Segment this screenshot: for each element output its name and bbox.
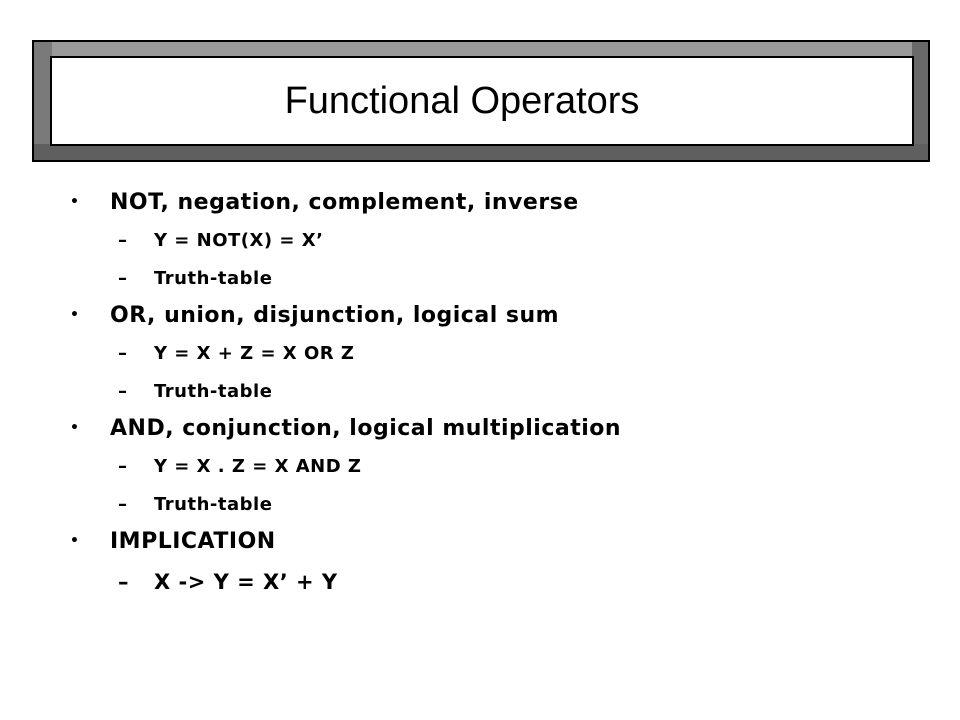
sub-item-not-formula: – Y = NOT(X) = X’ [118, 224, 323, 256]
bullet-icon: • [70, 420, 80, 436]
bullet-item-implication: • IMPLICATION [68, 525, 276, 557]
bullet-icon: • [70, 307, 80, 323]
dash-icon: – [118, 570, 129, 594]
bevel-bottom-edge [34, 144, 928, 160]
bullet-text: NOT, negation, complement, inverse [110, 189, 579, 215]
sub-item-text: X -> Y = X’ + Y [154, 570, 338, 594]
sub-item-or-formula: – Y = X + Z = X OR Z [118, 337, 354, 369]
sub-item-text: Truth-table [154, 380, 273, 402]
dash-icon: – [118, 267, 128, 289]
dash-icon: – [118, 342, 128, 364]
bullet-item-or: • OR, union, disjunction, logical sum [68, 299, 559, 331]
title-panel: Functional Operators [50, 56, 914, 146]
dash-icon: – [118, 229, 128, 251]
sub-item-or-truth-table: – Truth-table [118, 375, 272, 407]
dash-icon: – [118, 380, 128, 402]
bullet-text: IMPLICATION [110, 528, 276, 554]
sub-item-and-truth-table: – Truth-table [118, 488, 272, 520]
bevel-top-edge [34, 42, 928, 58]
bevel-right-edge [912, 42, 928, 160]
sub-item-and-formula: – Y = X . Z = X AND Z [118, 450, 361, 482]
sub-item-text: Y = NOT(X) = X’ [154, 229, 324, 251]
sub-item-text: Truth-table [154, 267, 273, 289]
sub-item-not-truth-table: – Truth-table [118, 262, 272, 294]
sub-item-text: Truth-table [154, 493, 273, 515]
dash-icon: – [118, 493, 128, 515]
sub-item-implication-formula: – X -> Y = X’ + Y [118, 566, 338, 598]
bullet-item-and: • AND, conjunction, logical multiplicati… [68, 412, 621, 444]
bullet-text: AND, conjunction, logical multiplication [110, 415, 622, 441]
bullet-item-not: • NOT, negation, complement, inverse [68, 186, 579, 218]
bevel-left-edge [34, 42, 52, 160]
slide-title: Functional Operators [284, 79, 640, 122]
sub-item-text: Y = X + Z = X OR Z [154, 342, 355, 364]
title-frame: Functional Operators [32, 40, 930, 162]
sub-item-text: Y = X . Z = X AND Z [154, 455, 362, 477]
dash-icon: – [118, 455, 128, 477]
bullet-icon: • [70, 194, 80, 210]
bullet-icon: • [70, 533, 80, 549]
bullet-text: OR, union, disjunction, logical sum [110, 302, 560, 328]
